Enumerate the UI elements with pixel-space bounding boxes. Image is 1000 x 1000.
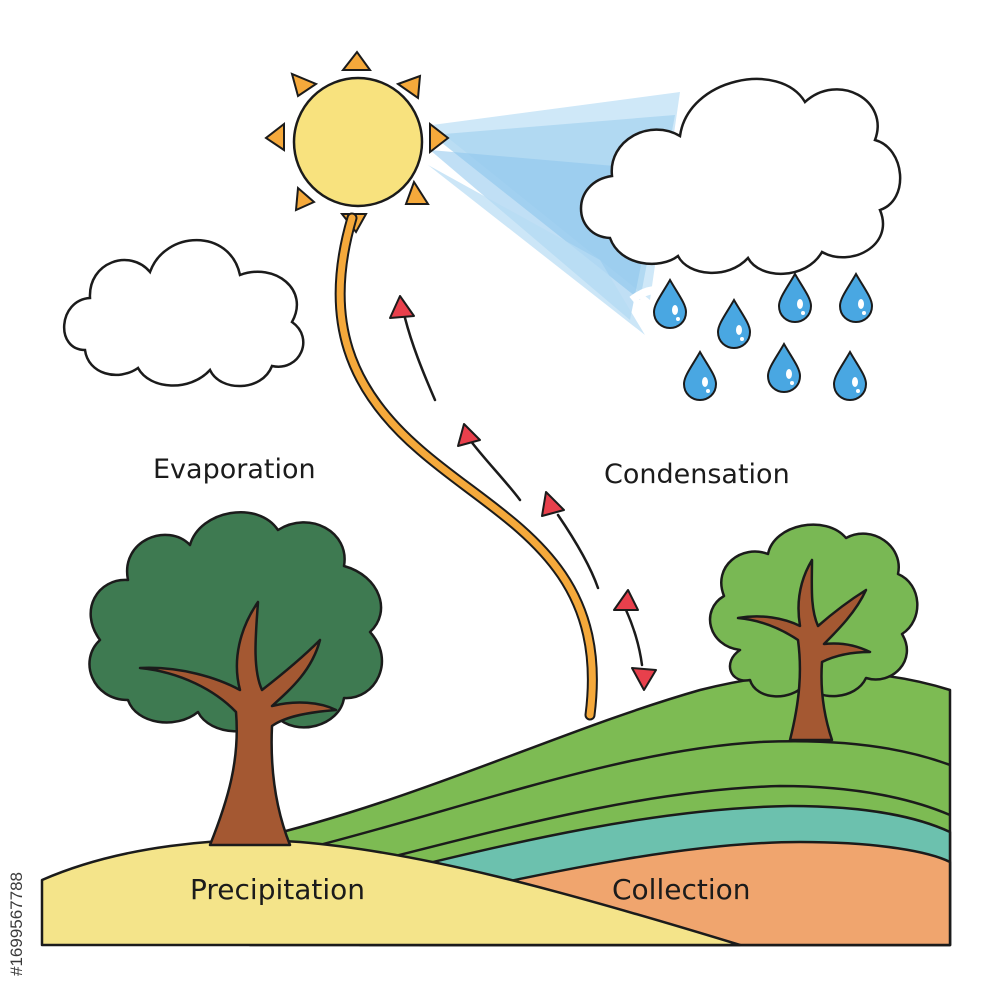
cloud-icon: [579, 77, 902, 276]
cloud-icon: [62, 239, 305, 388]
label-precipitation: Precipitation: [190, 873, 365, 906]
label-condensation: Condensation: [604, 459, 790, 490]
rain-drop-icon: [716, 297, 752, 350]
rain-drop-icon: [652, 277, 688, 330]
rain-drops: [652, 271, 874, 402]
label-evaporation: Evaporation: [153, 454, 316, 485]
rain-drop-icon: [682, 349, 718, 402]
rain-drop-icon: [777, 271, 813, 324]
evaporation-arrows: [403, 316, 644, 667]
rain-drop-icon: [766, 341, 802, 394]
arrow-icon: [389, 295, 657, 691]
ground-layers: [40, 671, 952, 947]
rain-drop-icon: [832, 349, 868, 402]
watermark-id: #1699567788: [7, 872, 26, 976]
sun-icon: [264, 50, 450, 234]
sand-hill: [40, 839, 742, 947]
tree-icon: [708, 523, 919, 742]
watermark-text: #1699567788: [7, 872, 26, 976]
label-collection: Collection: [612, 873, 751, 906]
rain-drop-icon: [838, 271, 874, 324]
tree-icon: [88, 511, 384, 847]
evaporation-stream: [334, 212, 598, 721]
